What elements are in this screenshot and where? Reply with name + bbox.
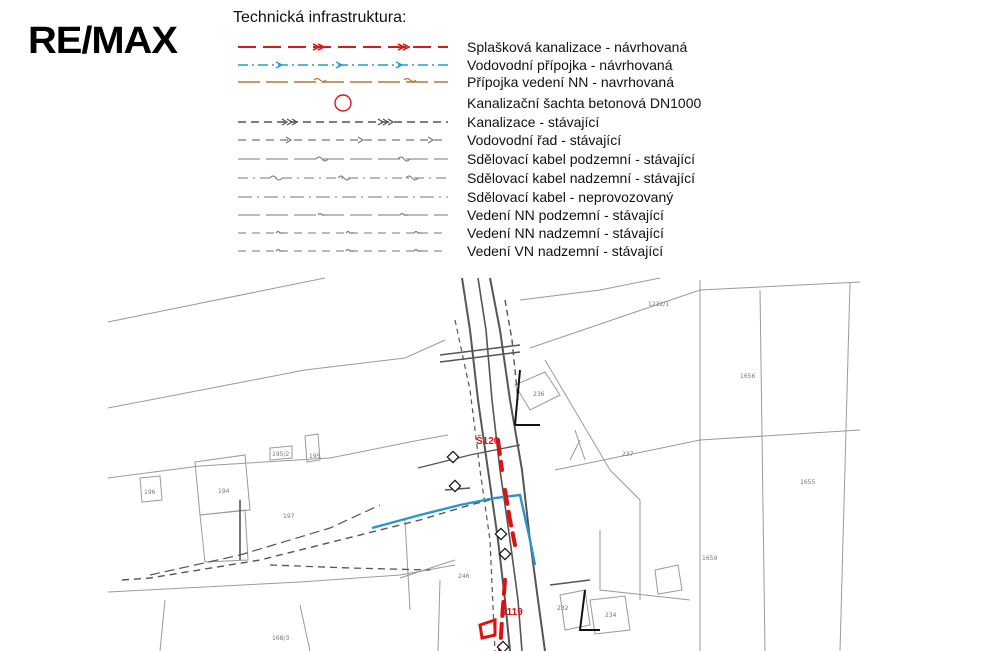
legend-item-telecom-underground: Sdělovací kabel podzemní - stávající [238,150,698,168]
legend-symbol-hv-overhead [238,248,448,252]
legend-symbol-water-existing [238,136,448,144]
legend-label: Sdělovací kabel podzemní - stávající [467,151,696,167]
remax-logo: RE/MAX [28,20,178,62]
parcel-number: 1655 [800,479,815,486]
legend-symbol-telecom-unused [238,196,448,198]
parcel-number: 236 [533,391,545,398]
parcel-number: 1232/1 [648,301,669,308]
legend: Splašková kanalizace - návrhovaná Vodovo… [0,0,981,270]
sewer-proposed [478,438,517,651]
legend-item-telecom-overhead: Sdělovací kabel nadzemní - stávající [238,169,698,187]
manhole-markers [446,450,512,651]
legend-label: Splašková kanalizace - návrhovaná [467,39,688,55]
road-utilities-existing [121,277,600,651]
legend-label: Kanalizační šachta betonová DN1000 [467,95,702,111]
parcel-number: 194 [218,488,230,495]
manhole-circle-icon [334,94,352,112]
manhole-label-s120: Š120 [476,434,500,447]
manhole-icon [494,527,508,541]
legend-item-water-existing: Vodovodní řad - stávající [238,131,698,149]
parcel-number: 232 [557,605,569,612]
manhole-icon [446,450,460,464]
legend-item-lv-overhead: Vedení NN nadzemní - stávající [238,224,698,242]
water-proposed [371,493,537,566]
parcel-number: 246 [458,573,470,580]
parcel-number: 168/3 [272,635,289,642]
legend-label: Sdělovací kabel - neprovozovaný [467,189,674,205]
manhole-icon [498,547,512,561]
legend-label: Sdělovací kabel nadzemní - stávající [467,170,696,186]
legend-symbol-sewer-existing [238,118,448,126]
parcel-number: 195/2 [272,451,289,458]
legend-label: Kanalizace - stávající [467,114,600,130]
legend-symbol-power-proposed [238,77,448,83]
legend-label: Vodovodní řad - stávající [467,132,622,148]
parcel-number: 234 [605,612,617,619]
legend-label: Vedení VN nadzemní - stávající [467,243,664,259]
legend-symbol-water-proposed [238,61,448,69]
legend-title: Technická infrastruktura: [233,9,407,26]
legend-symbol-telecom-underground [238,156,448,162]
parcel-number: 1656 [740,373,755,380]
legend-symbol-lv-underground [238,212,448,216]
legend-item-power-proposed: Přípojka vedení NN - navrhovaná [238,73,698,91]
legend-symbol-telecom-overhead [238,175,448,181]
parcel-number: 1659 [702,555,717,562]
legend-item-telecom-unused: Sdělovací kabel - neprovozovaný [238,188,698,206]
manhole-icon [448,479,462,493]
legend-symbol-sewer-proposed [238,43,448,51]
legend-item-lv-underground: Vedení NN podzemní - stávající [238,206,698,224]
legend-item-manhole: Kanalizační šachta betonová DN1000 [238,94,702,112]
legend-label: Vodovodní přípojka - návrhovaná [467,57,673,73]
legend-symbol-lv-overhead [238,230,448,234]
parcel-number: 237 [622,451,634,458]
parcel-boundaries [107,277,861,651]
parcel-number: 196 [144,489,156,496]
legend-item-water-proposed: Vodovodní přípojka - návrhovaná [238,56,698,74]
legend-label: Vedení NN nadzemní - stávající [467,225,664,241]
manhole-icon [496,640,510,651]
map-drawing: 1232/1 236 237 1656 1655 1659 232 234 19… [107,277,861,651]
legend-label: Vedení NN podzemní - stávající [467,207,664,223]
parcel-numbers: 1232/1 236 237 1656 1655 1659 232 234 19… [144,301,815,642]
legend-item-sewer-proposed: Splašková kanalizace - návrhovaná [238,38,698,56]
parcel-number: 197 [283,513,295,520]
manhole-label-s119: Š119 [500,605,523,618]
legend-item-hv-overhead: Vedení VN nadzemní - stávající [238,242,698,260]
legend-item-sewer-existing: Kanalizace - stávající [238,113,698,131]
legend-label: Přípojka vedení NN - navrhovaná [467,74,674,90]
parcel-number: 195 [309,453,321,460]
